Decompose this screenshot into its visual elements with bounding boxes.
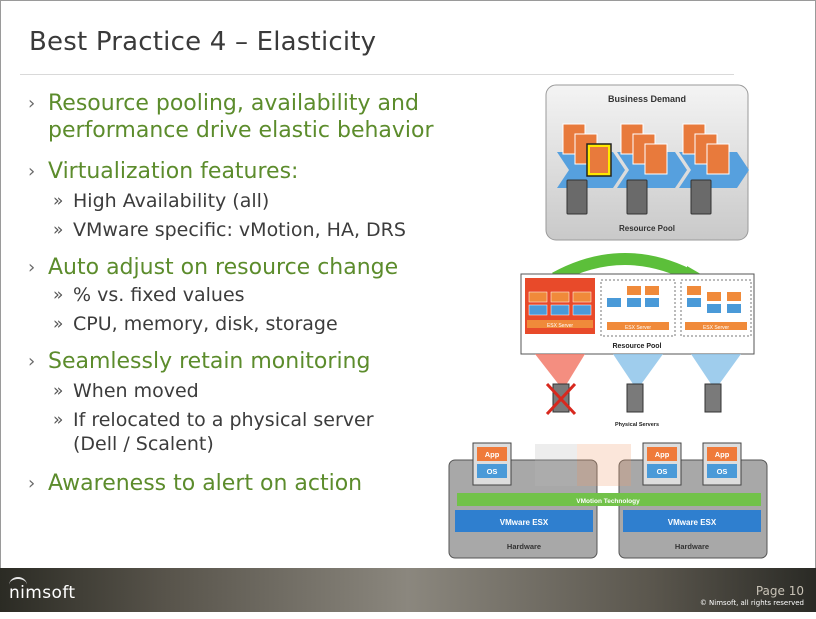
sub-bullet-text: % vs. fixed values bbox=[73, 284, 245, 306]
migrating-vm-ghosts bbox=[535, 444, 631, 486]
os-label: OS bbox=[657, 467, 668, 476]
vmotion-label: VMotion Technology bbox=[576, 498, 640, 505]
sub-bullet-marker: » bbox=[53, 220, 64, 240]
vm-apps bbox=[627, 286, 659, 295]
business-demand-diagram: Business Demand Resource Pool bbox=[545, 84, 749, 241]
app-label: App bbox=[655, 450, 670, 459]
esx-bar bbox=[455, 510, 593, 532]
esx-bar bbox=[623, 510, 761, 532]
beam-red bbox=[535, 354, 585, 390]
vm-stack bbox=[562, 123, 612, 177]
pool-label: Resource Pool bbox=[612, 343, 661, 350]
bullet-item: › Seamlessly retain monitoring » When move… bbox=[28, 348, 458, 456]
sub-bullet-marker: » bbox=[53, 381, 64, 401]
diagram-title: Business Demand bbox=[608, 94, 686, 104]
os-label: OS bbox=[487, 467, 498, 476]
bullet-text: Seamlessly retain monitoring bbox=[48, 349, 371, 374]
bullet-list: › Resource pooling, availability and perf… bbox=[28, 90, 458, 497]
vmotion-bar bbox=[457, 493, 761, 506]
page-number: Page 10 bbox=[755, 584, 804, 598]
bullet-marker: › bbox=[28, 93, 36, 114]
bullet-item: › Resource pooling, availability and perf… bbox=[28, 90, 458, 144]
esx-bar bbox=[607, 322, 669, 330]
beam-blue bbox=[613, 354, 663, 390]
esx-server-label: ESX Server bbox=[703, 325, 729, 331]
migration-arrow bbox=[552, 253, 698, 284]
bullet-item: › Awareness to alert on action bbox=[28, 470, 458, 497]
bullet-item: › Virtualization features: » High Availabi… bbox=[28, 158, 458, 242]
esx-bar bbox=[527, 320, 593, 328]
vm-card: App OS bbox=[702, 442, 742, 486]
esx-label: VMware ESX bbox=[500, 518, 549, 527]
vm-apps bbox=[528, 291, 592, 303]
sub-bullet-text: VMware specific: vMotion, HA, DRS bbox=[73, 219, 406, 241]
beam-blue bbox=[691, 354, 741, 390]
esx-label: VMware ESX bbox=[668, 518, 717, 527]
diagram-footer: Resource Pool bbox=[619, 224, 675, 233]
bullet-text: Auto adjust on resource change bbox=[48, 255, 399, 280]
vm-os bbox=[687, 298, 741, 313]
vm-os bbox=[607, 298, 659, 307]
sub-bullet-marker: » bbox=[53, 314, 64, 334]
sub-bullet-marker: » bbox=[53, 410, 64, 430]
app-label: App bbox=[715, 450, 730, 459]
copyright-text: © Nimsoft, all rights reserved bbox=[699, 599, 804, 607]
sub-bullet-marker: » bbox=[53, 191, 64, 211]
footer-bar bbox=[0, 568, 816, 612]
sub-bullet-text: CPU, memory, disk, storage bbox=[73, 313, 338, 335]
vm-stack bbox=[682, 123, 730, 175]
resource-pool-diagram: ESX Server ESX Server ESX Server Resourc… bbox=[520, 253, 755, 428]
vm-card: App OS bbox=[642, 442, 682, 486]
bullet-marker: › bbox=[28, 473, 36, 494]
bullet-item: › Auto adjust on resource change » % vs. f… bbox=[28, 254, 458, 336]
footer-bottom-strip bbox=[0, 612, 816, 619]
vm-card: App OS bbox=[472, 442, 512, 486]
sub-bullet-text: High Availability (all) bbox=[73, 190, 270, 212]
bullet-marker: › bbox=[28, 351, 36, 372]
server-icon bbox=[566, 179, 712, 215]
hardware-label: Hardware bbox=[507, 542, 541, 551]
bullet-marker: › bbox=[28, 257, 36, 278]
esx-server-label: ESX Server bbox=[547, 323, 573, 329]
sub-bullet-marker: » bbox=[53, 285, 64, 305]
bullet-text: Virtualization features: bbox=[48, 159, 299, 184]
logo-swoosh-icon bbox=[9, 577, 27, 593]
hardware-label: Hardware bbox=[675, 542, 709, 551]
vm-stack bbox=[620, 123, 668, 175]
app-label: App bbox=[485, 450, 500, 459]
physical-servers-label: Physical Servers bbox=[615, 422, 659, 428]
vm-apps bbox=[687, 286, 741, 301]
vmotion-diagram: VMotion Technology VMware ESX VMware ESX… bbox=[448, 442, 768, 559]
physical-server-icon bbox=[552, 383, 722, 413]
sub-bullet-text: If relocated to a physical server (Dell … bbox=[73, 409, 374, 455]
title-divider bbox=[20, 74, 734, 75]
nimsoft-logo: nimsoft bbox=[9, 577, 75, 603]
esx-bar bbox=[685, 322, 747, 330]
bullet-text: Resource pooling, availability and perfo… bbox=[48, 91, 434, 143]
failed-x-icon bbox=[545, 382, 577, 416]
esx-server-label: ESX Server bbox=[625, 325, 651, 331]
bullet-marker: › bbox=[28, 161, 36, 182]
sub-bullet-text: When moved bbox=[73, 380, 199, 402]
os-label: OS bbox=[717, 467, 728, 476]
vm-os bbox=[528, 304, 592, 316]
bullet-text: Awareness to alert on action bbox=[48, 471, 363, 496]
slide-title: Best Practice 4 – Elasticity bbox=[29, 27, 377, 57]
